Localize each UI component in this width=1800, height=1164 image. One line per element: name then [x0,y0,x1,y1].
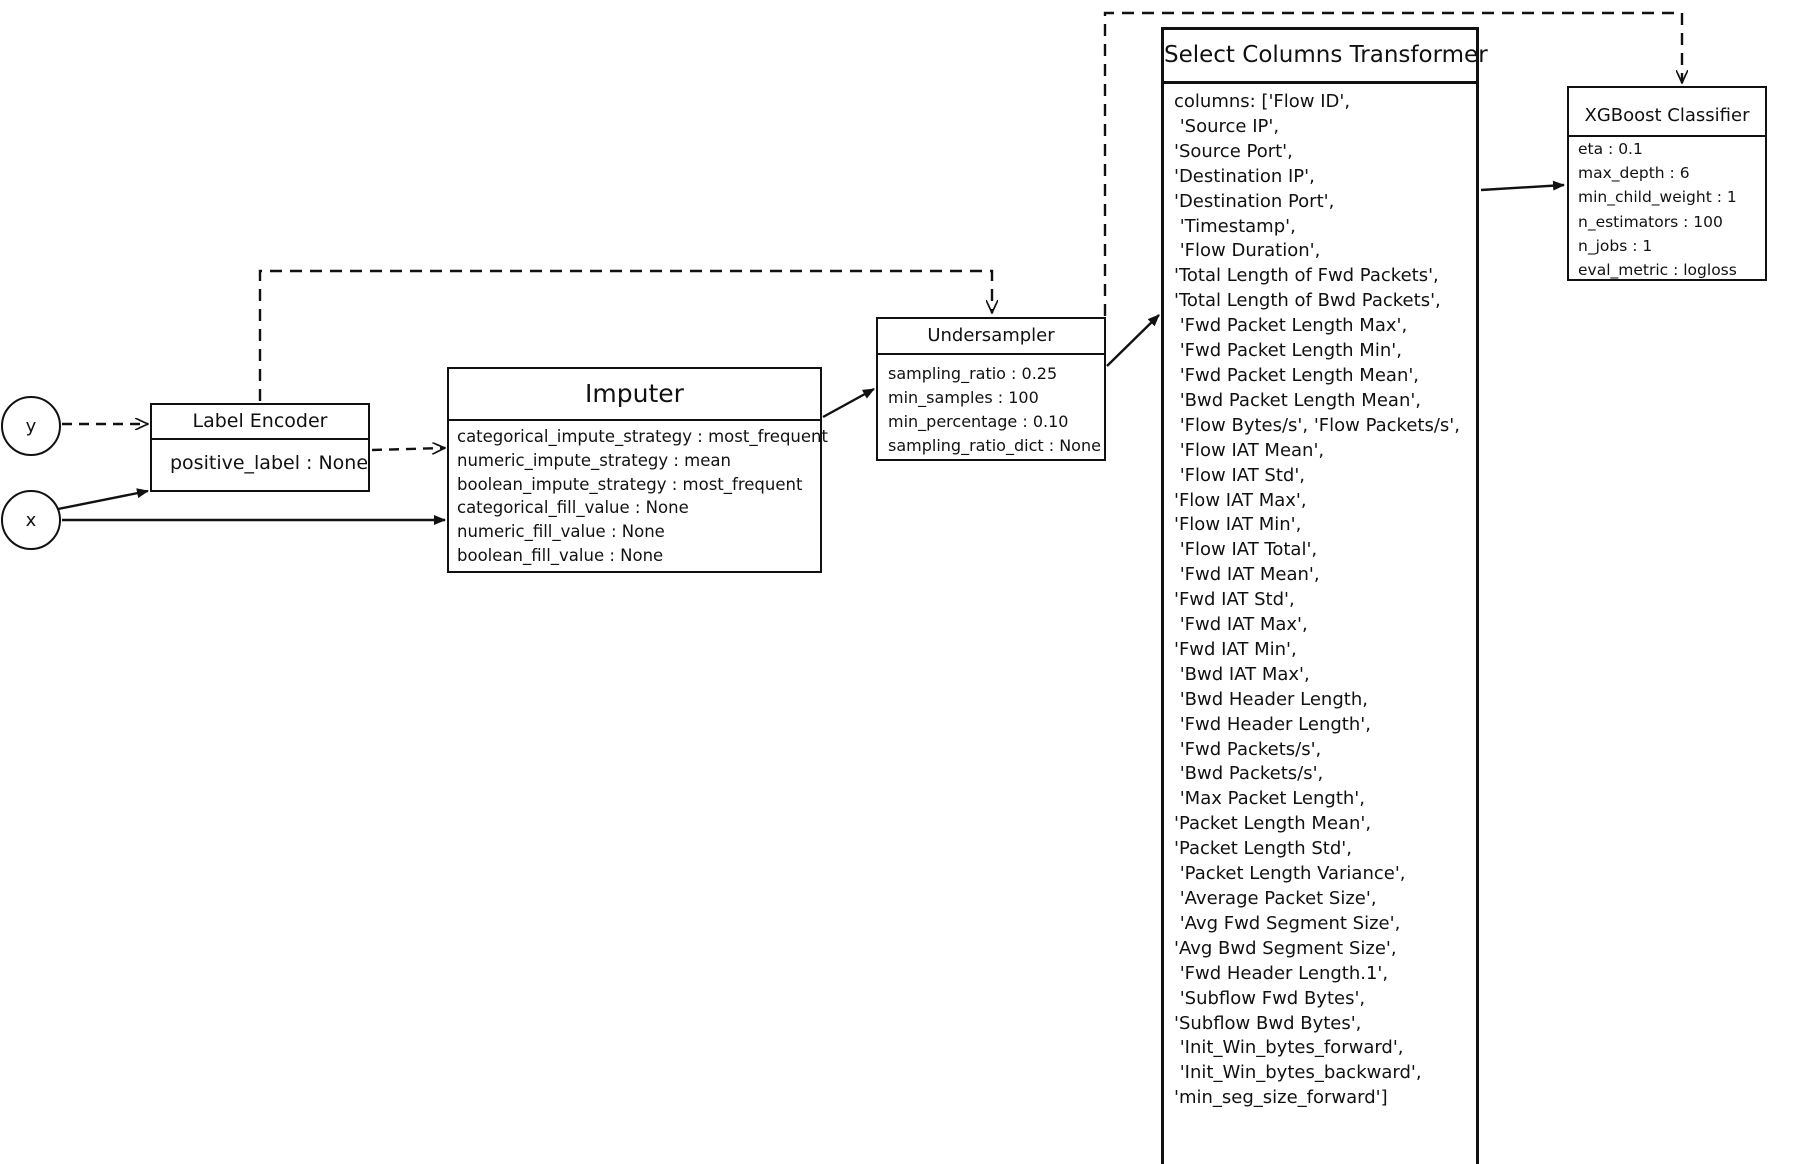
param-line: sampling_ratio : 0.25 [888,364,1058,383]
column-entry: 'Init_Win_bytes_forward', [1174,1037,1404,1059]
column-entry: 'Flow IAT Min', [1174,514,1302,536]
undersampler-title: Undersampler [878,319,1104,355]
param-line: eta : 0.1 [1578,140,1643,158]
column-entry: 'Avg Bwd Segment Size', [1174,937,1397,959]
imputer-title: Imputer [449,369,820,421]
select-columns-params: columns: ['Flow ID', 'Source IP', 'Source… [1164,84,1476,1111]
label-encoder-params: positive_label : None [152,440,368,474]
param-line: min_child_weight : 1 [1578,188,1737,207]
column-entry: 'Total Length of Fwd Packets', [1174,265,1439,287]
edge-undersampler-to-xgboost [1103,11,1682,316]
param-line: min_samples : 100 [888,388,1039,407]
column-entry: 'Fwd IAT Min', [1174,638,1297,660]
column-entry: 'Bwd Packets/s', [1174,763,1324,785]
param-line: n_estimators : 100 [1578,212,1723,231]
column-entry: 'Packet Length Mean', [1174,813,1372,835]
param-line: sampling_ratio_dict : None [888,436,1101,455]
column-entry: 'Packet Length Std', [1174,838,1352,860]
column-entry: 'Max Packet Length', [1174,788,1365,810]
xgboost-box: XGBoost Classifier eta : 0.1 max_depth :… [1567,86,1767,281]
column-entry: 'Packet Length Variance', [1174,863,1406,885]
column-entry: 'Fwd Packet Length Max', [1174,315,1408,337]
edge-imputer-to-undersampler [822,387,875,419]
column-entry: 'Subflow Fwd Bytes', [1174,987,1366,1009]
column-entry: 'Flow IAT Total', [1174,539,1318,561]
column-entry: 'Bwd Header Length, [1174,688,1368,710]
select-columns-box: Select Columns Transformer columns: ['Fl… [1161,27,1488,1164]
column-entry: 'Fwd Header Length.1', [1174,962,1389,984]
param-line: boolean_impute_strategy : most_frequent [457,474,803,494]
column-entry: 'Source IP', [1174,115,1280,137]
column-entry: 'Destination Port', [1174,190,1335,212]
imputer-box: Imputer categorical_impute_strategy : mo… [447,367,828,573]
column-entry: 'Flow Duration', [1174,240,1321,262]
param-line: eval_metric : logloss [1578,261,1737,280]
label-encoder-title: Label Encoder [152,405,368,440]
column-entry: 'Flow IAT Max', [1174,489,1307,511]
imputer-params: categorical_impute_strategy : most_frequ… [449,421,828,568]
param-line: boolean_fill_value : None [457,545,664,565]
column-entry: 'Source Port', [1174,140,1293,162]
undersampler-box: Undersampler sampling_ratio : 0.25 min_s… [876,317,1106,461]
param-line: numeric_impute_strategy : mean [457,450,731,470]
param-line: n_jobs : 1 [1578,236,1653,255]
edge-select-columns-to-xgboost [1480,180,1565,192]
column-entry: 'Fwd Packet Length Min', [1174,340,1402,362]
column-entry: 'Flow IAT Mean', [1174,439,1325,461]
column-entry: 'Bwd IAT Max', [1174,663,1310,685]
input-node-y-label: y [25,415,37,437]
column-entry: 'Timestamp', [1174,215,1296,237]
column-entry: 'min_seg_size_forward'] [1174,1087,1388,1109]
column-entry: 'Fwd Packets/s', [1174,738,1322,760]
edge-label-encoder-to-imputer [371,448,445,450]
param-line: categorical_impute_strategy : most_frequ… [457,427,828,446]
select-columns-title: Select Columns Transformer [1164,30,1488,84]
edge-label-encoder-to-undersampler [258,269,992,401]
label-encoder-box: Label Encoder positive_label : None [150,403,370,492]
input-node-x: x [1,490,61,550]
edge-undersampler-to-select-columns [1106,314,1160,367]
input-node-x-label: x [25,509,37,531]
column-entry: 'Average Packet Size', [1174,888,1377,909]
column-entry: 'Fwd IAT Std', [1174,589,1295,611]
column-entry: 'Total Length of Bwd Packets', [1174,290,1441,312]
undersampler-params: sampling_ratio : 0.25 min_samples : 100 … [878,355,1104,458]
param-line: categorical_fill_value : None [457,498,689,518]
param-line: max_depth : 6 [1578,164,1690,183]
column-entry: 'Fwd Packet Length Mean', [1174,364,1420,386]
param-line: min_percentage : 0.10 [888,412,1069,431]
column-entry: 'Flow Bytes/s', 'Flow Packets/s', [1174,414,1460,436]
column-entry: 'Avg Fwd Segment Size', [1174,912,1401,934]
param-line: numeric_fill_value : None [457,522,665,542]
xgboost-params: eta : 0.1 max_depth : 6 min_child_weight… [1569,137,1765,282]
column-entry: 'Fwd IAT Max', [1174,614,1308,636]
param-line: positive_label : None [170,452,369,474]
column-entry: 'Init_Win_bytes_backward', [1174,1062,1422,1084]
column-entry: 'Fwd Header Length', [1174,713,1371,735]
input-node-y: y [1,396,61,456]
column-entry: 'Fwd IAT Mean', [1174,564,1320,586]
column-entry: 'Subflow Bwd Bytes', [1174,1012,1362,1034]
column-entry: 'Bwd Packet Length Mean', [1174,389,1422,411]
column-entry: columns: ['Flow ID', [1174,91,1351,112]
column-entry: 'Flow IAT Std', [1174,464,1306,486]
column-entry: 'Destination IP', [1174,165,1315,187]
edge-x-to-label-encoder [57,488,149,511]
xgboost-title: XGBoost Classifier [1569,88,1765,137]
